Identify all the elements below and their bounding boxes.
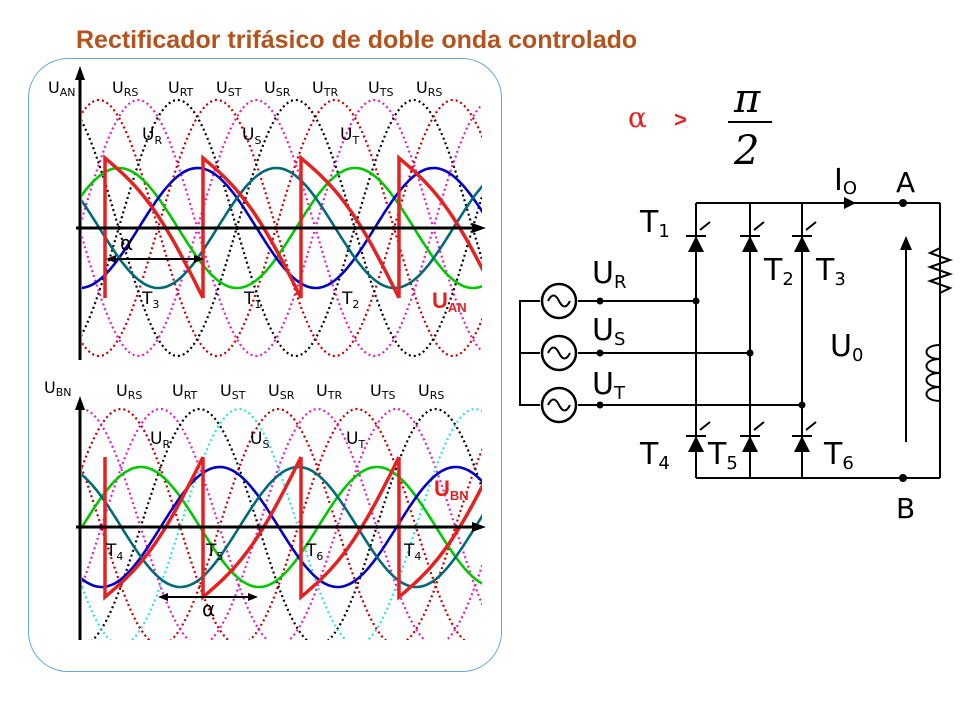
output-voltage-label: U0 (830, 329, 863, 366)
top-line-voltage-labels: URS URT UST USR UTR UTS URS (112, 78, 442, 99)
node-a-label: A (896, 166, 915, 199)
current-label: IO (834, 163, 857, 199)
bottom-phase-voltage-trace (82, 465, 482, 589)
top-line-label: UTR (312, 78, 338, 99)
bottom-phase-voltage-trace (82, 465, 482, 589)
condition-denominator: 2 (733, 128, 759, 174)
top-phase-label-t: UT (340, 125, 359, 147)
ac-source-r-icon (540, 282, 578, 320)
bottom-alpha-arrow (158, 593, 258, 601)
top-thyristor-label: T3 (141, 289, 159, 311)
bottom-phase-label-t: UT (346, 429, 365, 451)
thyristor-label-t4: T4 (639, 437, 670, 474)
top-phase-label-s: US (242, 125, 261, 147)
firing-angle-condition: α > π 2 (628, 76, 772, 174)
bottom-thyristor-label: T4 (105, 541, 123, 563)
thyristor-label-t3: T3 (815, 253, 846, 290)
top-line-label: UST (216, 78, 242, 99)
bottom-traces (82, 407, 482, 640)
phase-label-t: UT (592, 367, 626, 404)
bottom-waveform-plot: UBN URS URT UST USR UTR UTS URS UR US UT… (44, 378, 486, 640)
thyristor-t4-icon (686, 421, 711, 452)
bottom-line-label: URS (418, 381, 444, 402)
circuit-labels: IO A B U0 UR US UT T1 T2 T3 T4 T5 T6 (592, 163, 915, 525)
top-line-voltage-trace (82, 98, 482, 358)
bottom-thyristor-label: T6 (305, 541, 323, 563)
slide-title: Rectificador trifásico de doble onda con… (76, 26, 638, 54)
bottom-line-label: URT (172, 381, 198, 402)
top-line-label: URS (416, 78, 442, 99)
top-line-voltage-trace (82, 98, 482, 358)
junction-dots (596, 199, 907, 482)
thyristor-t5-icon (740, 421, 765, 452)
top-line-label: USR (264, 78, 291, 99)
top-line-voltage-trace (82, 98, 482, 358)
bridge-circuit (519, 197, 954, 479)
load-inductor-icon (925, 344, 941, 402)
bottom-phase-label-r: UR (150, 429, 170, 451)
node-b-label: B (896, 492, 915, 525)
top-line-label: UTS (368, 78, 393, 99)
top-y-axis-arrow (75, 66, 85, 80)
bottom-line-voltage-labels: URS URT UST USR UTR UTS URS (116, 381, 444, 402)
ac-source-s-icon (540, 334, 578, 372)
thyristor-label-t1: T1 (639, 205, 670, 242)
bottom-thyristor-label: T5 (205, 541, 223, 563)
bottom-y-axis-arrow (75, 396, 85, 410)
bottom-line-voltage-trace (90, 407, 482, 640)
bottom-line-label: UTR (316, 381, 342, 402)
thyristor-label-t2: T2 (763, 253, 794, 290)
top-line-label: URT (168, 78, 194, 99)
bottom-phase-voltage-trace (82, 465, 482, 589)
bottom-x-axis-arrow (472, 522, 486, 532)
top-thyristor-label: T1 (243, 289, 261, 311)
thyristor-label-t6: T6 (823, 437, 854, 474)
load-resistor-icon (926, 240, 954, 340)
phase-label-s: US (592, 313, 625, 350)
output-voltage-arrowhead (900, 236, 912, 250)
ac-source-t-icon (540, 386, 578, 424)
bottom-line-voltage-trace (82, 407, 482, 640)
thyristor-t2-icon (740, 221, 765, 252)
top-line-voltage-trace (82, 98, 482, 358)
top-phase-voltage-trace (82, 166, 482, 290)
top-x-axis-arrow (472, 223, 486, 233)
top-traces (82, 98, 482, 358)
condition-relation: > (674, 107, 687, 132)
condition-alpha: α (628, 101, 647, 134)
top-alpha-arrow (106, 255, 204, 263)
bottom-line-voltage-trace (82, 407, 482, 640)
top-axis-label: UAN (48, 78, 75, 99)
top-output-voltage-trace (103, 154, 482, 299)
top-waveform-plot: UAN URS URT UST USR UTR UTS URS UR US UT… (48, 66, 486, 360)
top-alpha-label: α (120, 231, 133, 255)
bottom-phase-label-s: US (250, 429, 269, 451)
bottom-line-label: UTS (370, 381, 395, 402)
bottom-thyristor-label: T4 (403, 541, 421, 563)
bottom-line-label: UST (220, 381, 246, 402)
bottom-alpha-label: α (202, 597, 215, 621)
bottom-line-label: URS (116, 381, 142, 402)
top-thyristor-label: T2 (341, 289, 359, 311)
top-output-label: UAN (432, 288, 467, 315)
top-phase-label-r: UR (142, 125, 162, 147)
current-arrow-icon (844, 197, 856, 209)
bottom-output-voltage-trace (103, 456, 482, 601)
thyristor-t3-icon (792, 221, 817, 252)
top-line-label: URS (112, 78, 138, 99)
phase-label-r: UR (592, 256, 626, 293)
top-line-voltage-trace (82, 98, 482, 358)
thyristor-t6-icon (792, 421, 817, 452)
bottom-axis-label: UBN (44, 378, 72, 399)
bottom-line-label: USR (268, 381, 295, 402)
bottom-line-voltage-trace (82, 407, 466, 640)
thyristor-t1-icon (686, 221, 711, 252)
thyristor-label-t5: T5 (707, 437, 738, 474)
top-phase-voltage-trace (82, 166, 482, 290)
bottom-output-label: UBN (434, 476, 469, 503)
top-phase-voltage-trace (82, 166, 482, 290)
condition-numerator: π (733, 76, 761, 122)
